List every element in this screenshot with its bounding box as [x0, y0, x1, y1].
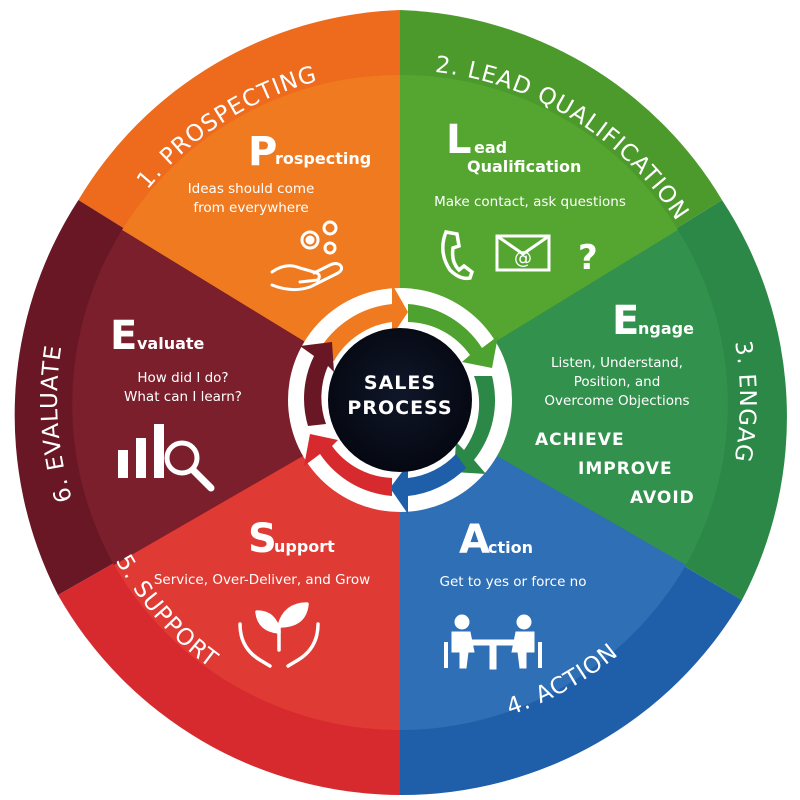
chart-magnifier-icon: [118, 424, 215, 492]
lead-qualification-title-2: Qualification: [467, 157, 581, 176]
segment-evaluate: [72, 230, 400, 565]
engage-title: ngage: [638, 319, 694, 338]
phone-icon: [441, 230, 475, 281]
prospecting-desc-1: Ideas should come: [188, 181, 315, 197]
engage-word-achieve: ACHIEVE: [535, 430, 625, 450]
hand-gears-icon: [270, 220, 344, 292]
lead-qualification-desc: Make contact, ask questions: [434, 194, 626, 210]
lead-qualification-title-1: ead: [474, 138, 507, 157]
prospecting-title: rospecting: [275, 149, 371, 168]
evaluate-initial: E: [110, 313, 137, 359]
action-desc: Get to yes or force no: [439, 574, 586, 590]
engage-desc-1: Listen, Understand,: [551, 355, 683, 371]
lead-qualification-initial: L: [446, 117, 472, 163]
engage-word-avoid: AVOID: [630, 488, 695, 508]
cycle-arrow-maroon: [300, 342, 334, 426]
support-content: S upport Service, Over-Deliver, and Grow: [154, 516, 370, 668]
engage-content: E ngage Listen, Understand, Position, an…: [535, 298, 695, 508]
evaluate-content: E valuate How did I do? What can I learn…: [110, 313, 242, 492]
engage-desc-2: Position, and: [574, 374, 661, 390]
mail-icon: @: [495, 234, 551, 272]
support-title: upport: [274, 537, 335, 556]
hands-plant-icon: [238, 602, 320, 668]
center-circle: [328, 328, 472, 472]
lead-qualification-content: L ead Qualification Make contact, ask qu…: [434, 117, 626, 281]
action-content: A ction Get to yes or force no: [439, 517, 587, 670]
question-icon: ?: [578, 238, 598, 278]
support-initial: S: [248, 516, 277, 562]
segment-engage: [400, 230, 728, 565]
engage-initial: E: [612, 298, 639, 344]
evaluate-desc-2: What can I learn?: [124, 389, 242, 405]
cycle-arrow-blue: [390, 454, 466, 514]
cycle-arrow-orange: [318, 284, 408, 361]
support-desc: Service, Over-Deliver, and Grow: [154, 572, 370, 588]
evaluate-title: valuate: [137, 334, 205, 353]
center-title-line-1: SALES: [364, 372, 436, 394]
center-cycle: SALES PROCESS: [288, 284, 512, 514]
center-title-line-2: PROCESS: [347, 397, 452, 419]
prospecting-initial: P: [248, 129, 277, 175]
engage-word-improve: IMPROVE: [578, 459, 673, 479]
cycle-arrow-green: [408, 304, 498, 368]
evaluate-desc-1: How did I do?: [137, 370, 228, 386]
action-initial: A: [459, 517, 490, 563]
prospecting-content: P rospecting Ideas should come from ever…: [188, 129, 371, 292]
cycle-arrow-teal: [454, 376, 496, 474]
engage-desc-3: Overcome Objections: [544, 393, 689, 409]
action-title: ction: [488, 538, 533, 557]
svg-text:@: @: [514, 248, 532, 269]
prospecting-desc-2: from everywhere: [193, 200, 308, 216]
cycle-arrow-red: [304, 434, 392, 496]
meeting-table-icon: [444, 614, 542, 670]
